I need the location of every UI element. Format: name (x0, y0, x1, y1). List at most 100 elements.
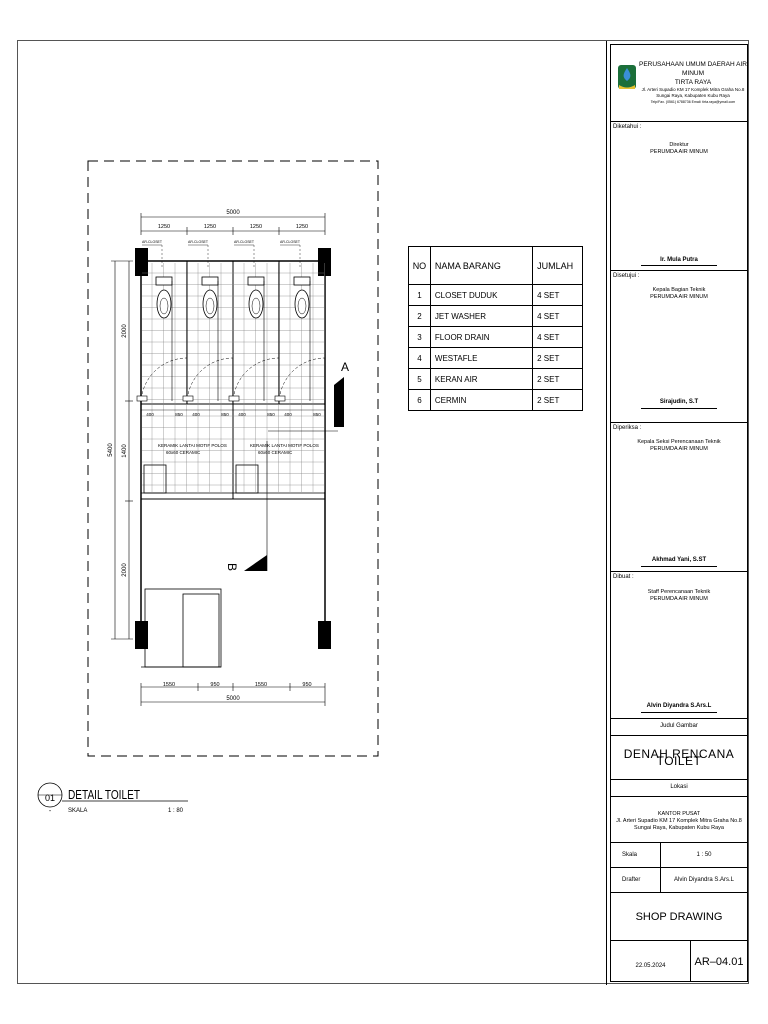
dim-left-part: 2000 (122, 563, 128, 577)
dim-bottom-part: 1550 (163, 682, 175, 688)
counter-sub: 60x60 CERAMIC (258, 450, 293, 455)
known-role: Direktur (669, 142, 689, 148)
item-qty: 4 SET (532, 305, 583, 327)
col-no: NO (408, 246, 431, 285)
dim-left (111, 260, 133, 640)
made-sign-line (641, 712, 717, 713)
dim-bottom (140, 683, 326, 706)
approved-name: Sirajudin, S.T (659, 399, 699, 405)
entrance-stair (141, 588, 222, 668)
fixture-tag: AR-CLOSET (142, 240, 163, 244)
viewport-frame (87, 160, 379, 757)
item-no: 3 (408, 326, 431, 348)
fixture-tag: AR-CLOSET (280, 240, 301, 244)
dim-under-part: 400 (238, 412, 246, 417)
detail-scale-prefix: - (49, 808, 52, 815)
dim-left-part: 2000 (122, 324, 128, 338)
known-label: Diketahui : (613, 124, 642, 130)
checked-section: Diperiksa : Kepala Seksi Perencanaan Tek… (611, 423, 747, 572)
section-mark-a (268, 377, 344, 432)
approved-org: PERUMDA AIR MINUM (650, 294, 708, 300)
col-name: NAMA BARANG (429, 246, 534, 285)
dim-under-part: 850 (221, 412, 229, 417)
drawing-title-label-row: Judul Gambar (611, 719, 747, 736)
item-no: 5 (408, 368, 431, 390)
item-name: CLOSET DUDUK (429, 284, 534, 306)
known-name: Ir. Mula Putra (660, 257, 698, 263)
detail-callout (37, 782, 188, 808)
item-name: JET WASHER (429, 305, 534, 327)
drawing-type: SHOP DRAWING (635, 911, 723, 923)
counter-label: KERAMIK LANTAI MOTIF POLOS (158, 443, 227, 448)
drawing-title-row: DENAH RENCANA TOILET (611, 736, 747, 780)
item-name: WESTAFLE (429, 347, 534, 369)
company-contact: Telp/Fax. (0561) 6788736 Email: tirta.ra… (650, 100, 736, 104)
company-header: PERUSAHAAN UMUM DAERAH AIR MINUM TIRTA R… (611, 45, 747, 122)
section-b-label: B (225, 563, 239, 571)
detail-scale-value: 1 : 80 (168, 808, 184, 814)
dim-top-part: 1250 (296, 224, 308, 230)
dim-top-part: 1250 (250, 224, 262, 230)
dim-bottom-part: 950 (302, 682, 311, 688)
made-org: PERUMDA AIR MINUM (650, 596, 708, 602)
dim-under-part: 400 (146, 412, 154, 417)
company-logo (618, 65, 636, 89)
item-qty: 2 SET (532, 368, 583, 390)
checked-org: PERUMDA AIR MINUM (650, 446, 708, 452)
drawing-type-row: SHOP DRAWING (611, 893, 747, 941)
checked-label: Diperiksa : (613, 425, 642, 431)
location-address-2: Sungai Raya, Kabupaten Kubu Raya (634, 825, 724, 831)
item-qty: 2 SET (532, 347, 583, 369)
scale-row: Skala 1 : 50 (611, 843, 747, 868)
dim-under-part: 400 (192, 412, 200, 417)
company-address-2: Sungai Raya, Kabupaten Kubu Raya (656, 93, 730, 98)
detail-title: DETAIL TOILET (68, 787, 140, 802)
location-address-1: Jl. Arteri Supadio KM 17 Komplek Mitra G… (616, 818, 742, 824)
table-header-row: NO NAMA BARANG JUMLAH (408, 246, 583, 285)
walls (140, 260, 326, 639)
dim-top (140, 213, 326, 235)
date-sheet-row: 22.05.2024 AR–04.01 (611, 941, 747, 981)
known-org: PERUMDA AIR MINUM (650, 149, 708, 155)
known-section: Diketahui : Direktur PERUMDA AIR MINUM I… (611, 122, 747, 271)
dim-top-part: 1250 (204, 224, 216, 230)
drafter-value: Alvin Diyandra S.Ars.L (673, 877, 735, 883)
company-sub: TIRTA RAYA (674, 79, 712, 86)
checked-sign-line (641, 566, 717, 567)
detail-scale-label: SKALA (68, 808, 87, 814)
item-no: 4 (408, 347, 431, 369)
section-a-label: A (341, 360, 349, 374)
approved-label: Disetujui : (613, 273, 640, 279)
approved-sign-line (641, 408, 717, 409)
item-no: 1 (408, 284, 431, 306)
dim-under-part: 400 (284, 412, 292, 417)
checked-role: Kepala Seksi Perencanaan Teknik (637, 439, 721, 445)
scale-value: 1 : 50 (696, 852, 712, 858)
dim-under-part: 850 (267, 412, 275, 417)
item-qty: 2 SET (532, 389, 583, 411)
item-no: 6 (408, 389, 431, 411)
dim-bottom-part: 950 (210, 682, 219, 688)
known-sign-line (641, 265, 717, 266)
scale-label: Skala (611, 843, 661, 867)
dim-left-part: 1400 (122, 444, 128, 458)
sheet-number: AR–04.01 (694, 956, 744, 968)
drawing-title: DENAH RENCANA TOILET (623, 747, 735, 768)
item-name: FLOOR DRAIN (429, 326, 534, 348)
made-role: Staff Perencanaan Teknik (647, 589, 711, 595)
counter-label: KERAMIK LANTAI MOTIF POLOS (250, 443, 319, 448)
fixture-tag: AR-CLOSET (188, 240, 209, 244)
drawing-date: 22.05.2024 (611, 941, 691, 981)
company-name: PERUSAHAAN UMUM DAERAH AIR MINUM (639, 61, 747, 77)
col-qty: JUMLAH (532, 246, 583, 285)
dim-left-total: 5400 (108, 443, 114, 457)
made-section: Dibuat : Staff Perencanaan Teknik PERUMD… (611, 572, 747, 719)
